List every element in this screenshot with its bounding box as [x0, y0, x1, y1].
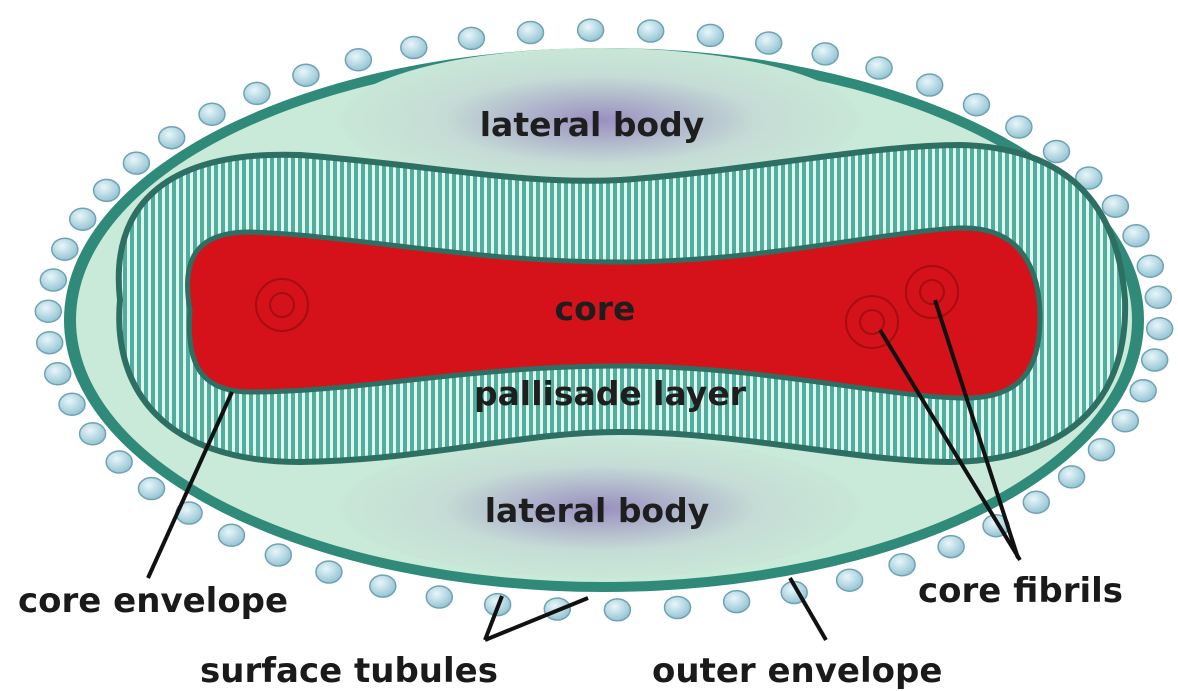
surface-tubule	[45, 363, 71, 385]
pallisade-layer-label: pallisade layer	[474, 374, 747, 413]
surface-tubule	[518, 22, 544, 44]
surface-tubule	[159, 127, 185, 149]
surface-tubule	[94, 179, 120, 201]
surface-tubule	[604, 599, 630, 621]
surface-tubule	[35, 300, 61, 322]
surface-tubule	[1145, 286, 1171, 308]
surface-tubule	[458, 27, 484, 49]
surface-tubule	[837, 569, 863, 591]
core-label: core	[555, 289, 636, 328]
surface-tubule	[1102, 195, 1128, 217]
surface-tubule	[1059, 466, 1085, 488]
surface-tubule	[1044, 141, 1070, 163]
surface-tubule	[123, 152, 149, 174]
surface-tubule	[756, 32, 782, 54]
surface-tubule	[40, 269, 66, 291]
lateral-body-top-label: lateral body	[480, 105, 705, 144]
surface-tubule	[426, 586, 452, 608]
surface-tubule	[244, 82, 270, 104]
surface-tubule	[106, 451, 132, 473]
surface-tubule	[345, 49, 371, 71]
lateral-body-bottom-label: lateral body	[485, 491, 710, 530]
outer-envelope-label: outer envelope	[652, 651, 942, 691]
surface-tubules-label: surface tubules	[200, 651, 498, 691]
surface-tubule	[1147, 318, 1173, 340]
surface-tubule	[697, 24, 723, 46]
surface-tubule	[265, 544, 291, 566]
surface-tubule	[316, 561, 342, 583]
surface-tubule	[139, 478, 165, 500]
surface-tubule	[37, 332, 63, 354]
surface-tubule	[293, 64, 319, 86]
surface-tubule	[866, 57, 892, 79]
surface-tubule	[1112, 410, 1138, 432]
surface-tubule	[219, 524, 245, 546]
surface-tubule	[59, 393, 85, 415]
surface-tubule	[638, 20, 664, 42]
leader-outer-envelope	[790, 578, 826, 640]
surface-tubule	[80, 423, 106, 445]
surface-tubule	[1130, 380, 1156, 402]
surface-tubule	[812, 43, 838, 65]
surface-tubule	[724, 591, 750, 613]
surface-tubule	[917, 74, 943, 96]
surface-tubule	[578, 19, 604, 41]
surface-tubule	[52, 238, 78, 260]
core-envelope-label: core envelope	[18, 581, 288, 621]
surface-tubule	[665, 597, 691, 619]
surface-tubule	[889, 554, 915, 576]
surface-tubule	[1142, 349, 1168, 371]
surface-tubule	[70, 208, 96, 230]
surface-tubule	[1137, 255, 1163, 277]
surface-tubule	[199, 103, 225, 125]
surface-tubule	[401, 37, 427, 59]
core-fibrils-label: core fibrils	[918, 571, 1123, 611]
surface-tubule	[964, 94, 990, 116]
surface-tubule	[1088, 439, 1114, 461]
surface-tubule	[938, 536, 964, 558]
surface-tubule	[1006, 116, 1032, 138]
surface-tubule	[370, 575, 396, 597]
surface-tubule	[1123, 225, 1149, 247]
surface-tubule	[1023, 491, 1049, 513]
